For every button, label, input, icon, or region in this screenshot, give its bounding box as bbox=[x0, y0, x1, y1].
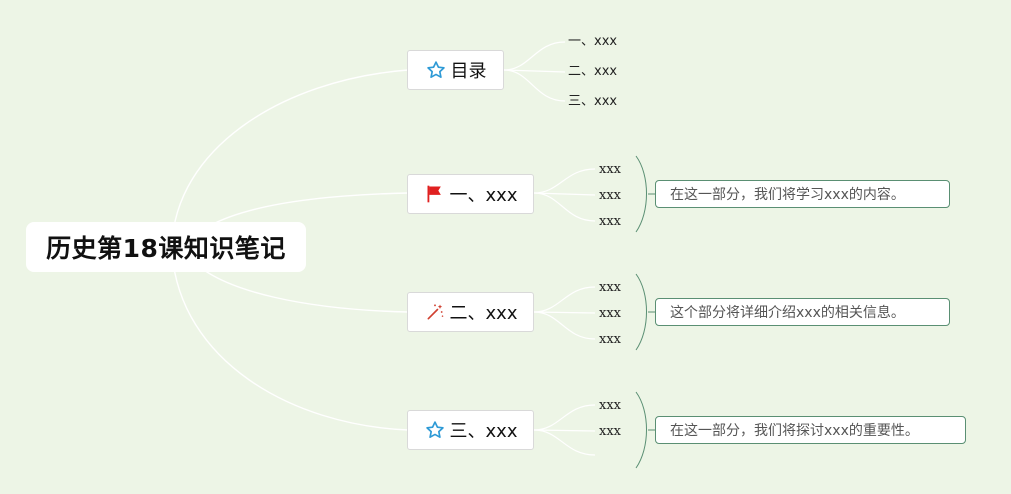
link-root-part3 bbox=[171, 251, 409, 431]
summary-box-part-2[interactable]: 这个部分将详细介绍xxx的相关信息。 bbox=[655, 298, 950, 326]
link-root-toc bbox=[171, 69, 409, 247]
leaf-item[interactable]: xxx bbox=[599, 306, 621, 321]
magic-wand-icon bbox=[424, 301, 446, 323]
leaf-item[interactable]: xxx bbox=[599, 332, 621, 347]
summary-text: 在这一部分，我们将学习xxx的内容。 bbox=[670, 187, 905, 203]
branch-part-3[interactable]: 三、xxx bbox=[407, 410, 534, 450]
leaf-item[interactable]: xxx bbox=[599, 188, 621, 203]
leaf-item[interactable]: 三、xxx bbox=[568, 94, 618, 109]
leaf-item[interactable]: 一、xxx bbox=[568, 34, 618, 49]
star-icon bbox=[425, 59, 447, 81]
branch-label: 二、xxx bbox=[449, 303, 518, 324]
summary-bracket-part2 bbox=[635, 273, 647, 351]
summary-text: 在这一部分，我们将探讨xxx的重要性。 bbox=[670, 423, 919, 439]
leaf-item[interactable]: xxx bbox=[599, 162, 621, 177]
leaf-item[interactable]: xxx bbox=[599, 424, 621, 439]
summary-box-part-1[interactable]: 在这一部分，我们将学习xxx的内容。 bbox=[655, 180, 950, 208]
leaf-item[interactable]: xxx bbox=[599, 398, 621, 413]
leaf-item[interactable]: xxx bbox=[599, 280, 621, 295]
branch-part-2[interactable]: 二、xxx bbox=[407, 292, 534, 332]
branch-label: 目录 bbox=[450, 61, 487, 82]
summary-bracket-part3 bbox=[635, 391, 647, 469]
root-topic[interactable]: 历史第18课知识笔记 bbox=[26, 222, 306, 272]
summary-bracket-part1 bbox=[635, 155, 647, 233]
branch-part-1[interactable]: 一、xxx bbox=[407, 174, 534, 214]
branch-toc[interactable]: 目录 bbox=[407, 50, 504, 90]
leaf-item[interactable]: xxx bbox=[599, 214, 621, 229]
red-flag-icon bbox=[424, 183, 446, 205]
leaf-item[interactable]: 二、xxx bbox=[568, 64, 618, 79]
star-icon bbox=[424, 419, 446, 441]
branch-label: 三、xxx bbox=[449, 421, 518, 442]
summary-box-part-3[interactable]: 在这一部分，我们将探讨xxx的重要性。 bbox=[655, 416, 966, 444]
summary-text: 这个部分将详细介绍xxx的相关信息。 bbox=[670, 305, 905, 321]
branch-label: 一、xxx bbox=[449, 185, 518, 206]
root-topic-label: 历史第18课知识笔记 bbox=[46, 234, 286, 263]
